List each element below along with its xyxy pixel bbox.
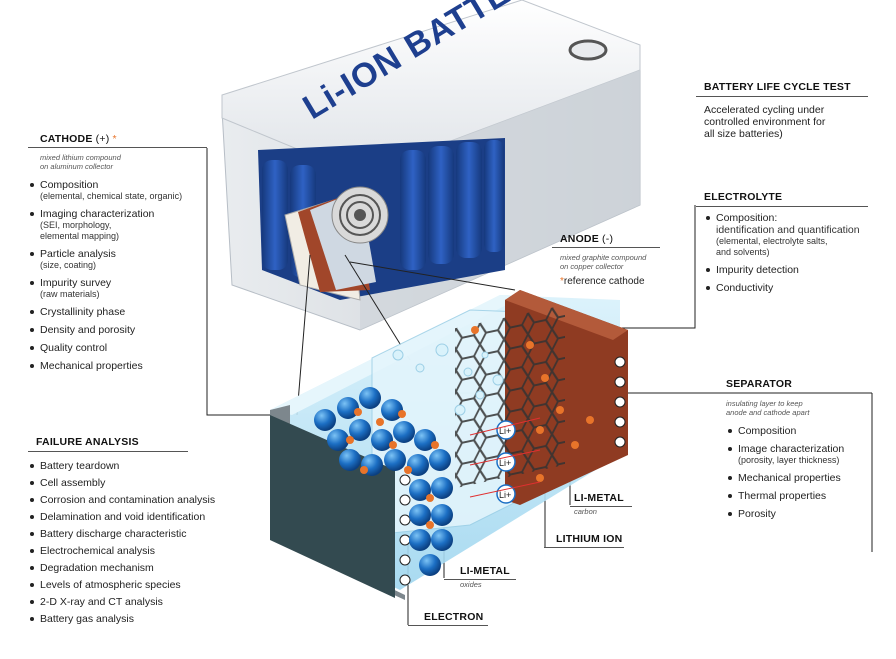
list-item: Thermal properties	[726, 490, 876, 502]
list-item: Impurity detection	[704, 264, 876, 276]
list-item: Mechanical properties	[28, 360, 206, 372]
list-item: Electrochemical analysis	[28, 545, 248, 557]
list-item: Cell assembly	[28, 477, 248, 489]
list-item: Composition:identification and quantific…	[704, 212, 876, 258]
list-item: Porosity	[726, 508, 876, 520]
list-item: Degradation mechanism	[28, 562, 248, 574]
list-item: Image characterization(porosity, layer t…	[726, 443, 876, 466]
list-item: Particle analysis(size, coating)	[28, 248, 206, 271]
list-item: Conductivity	[704, 282, 876, 294]
anode-rule	[552, 247, 660, 248]
list-item: Delamination and void identification	[28, 511, 248, 523]
list-item: Density and porosity	[28, 324, 206, 336]
list-item: Battery teardown	[28, 460, 248, 472]
list-item: 2-D X-ray and CT analysis	[28, 596, 248, 608]
list-item: Composition(elemental, chemical state, o…	[28, 179, 206, 202]
failure-section: FAILURE ANALYSIS Battery teardown Cell a…	[28, 436, 215, 630]
list-item: Imaging characterization(SEI, morphology…	[28, 208, 206, 242]
anode-heading: ANODE (-)	[560, 233, 614, 245]
list-item: Levels of atmospheric species	[28, 579, 248, 591]
ion-flow-lines	[469, 417, 541, 498]
cathode-list: Composition(elemental, chemical state, o…	[28, 179, 206, 372]
electrolyte-bubbles	[392, 343, 504, 416]
list-item: Mechanical properties	[726, 472, 876, 484]
li-metal-oxides-label: LI-METAL oxides	[444, 565, 540, 589]
failure-list: Battery teardown Cell assembly Corrosion…	[28, 460, 248, 625]
list-item: Corrosion and contamination analysis	[28, 494, 248, 506]
anode-reference-note: *reference cathode	[560, 276, 645, 287]
svg-text:Li+: Li+	[499, 490, 511, 500]
separator-list: Composition Image characterization(poros…	[726, 425, 876, 520]
electron-markers-cathode	[399, 474, 411, 586]
electrolyte-heading: ELECTROLYTE	[704, 191, 783, 203]
electrolyte-list: Composition:identification and quantific…	[704, 212, 876, 294]
svg-text:Li+: Li+	[499, 458, 511, 468]
lifecycle-heading: BATTERY LIFE CYCLE TEST	[704, 81, 851, 93]
cathode-particles	[314, 387, 453, 576]
graphite-layer	[455, 304, 565, 489]
lithium-ions: Li+ Li+ Li+	[496, 420, 516, 504]
lithium-ion-label: LITHIUM ION	[544, 533, 646, 548]
li-metal-carbon-label: LI-METAL carbon	[570, 492, 654, 516]
electron-markers-anode	[614, 356, 626, 448]
svg-text:Li+: Li+	[499, 426, 511, 436]
separator-heading: SEPARATOR	[726, 378, 792, 390]
electron-label: ELECTRON	[408, 611, 504, 626]
list-item: Composition	[726, 425, 876, 437]
cathode-rule	[28, 147, 207, 148]
list-item: Impurity survey(raw materials)	[28, 277, 206, 300]
lithium-dots	[346, 326, 594, 529]
list-item: Quality control	[28, 342, 206, 354]
list-item: Crystallinity phase	[28, 306, 206, 318]
list-item: Battery discharge characteristic	[28, 528, 248, 540]
failure-heading: FAILURE ANALYSIS	[36, 436, 139, 448]
lifecycle-rule	[696, 96, 868, 97]
list-item: Battery gas analysis	[28, 613, 248, 625]
cell-block: Li+ Li+ Li+	[270, 290, 628, 600]
failure-rule	[28, 451, 188, 452]
electrolyte-section: ELECTROLYTE Composition:identification a…	[696, 191, 876, 300]
lifecycle-section: BATTERY LIFE CYCLE TEST Accelerated cycl…	[696, 81, 874, 140]
negative-terminal	[568, 39, 608, 61]
cell-rolls	[262, 140, 504, 277]
cathode-heading: CATHODE (+) *	[40, 133, 117, 145]
electrolyte-rule	[696, 206, 868, 207]
